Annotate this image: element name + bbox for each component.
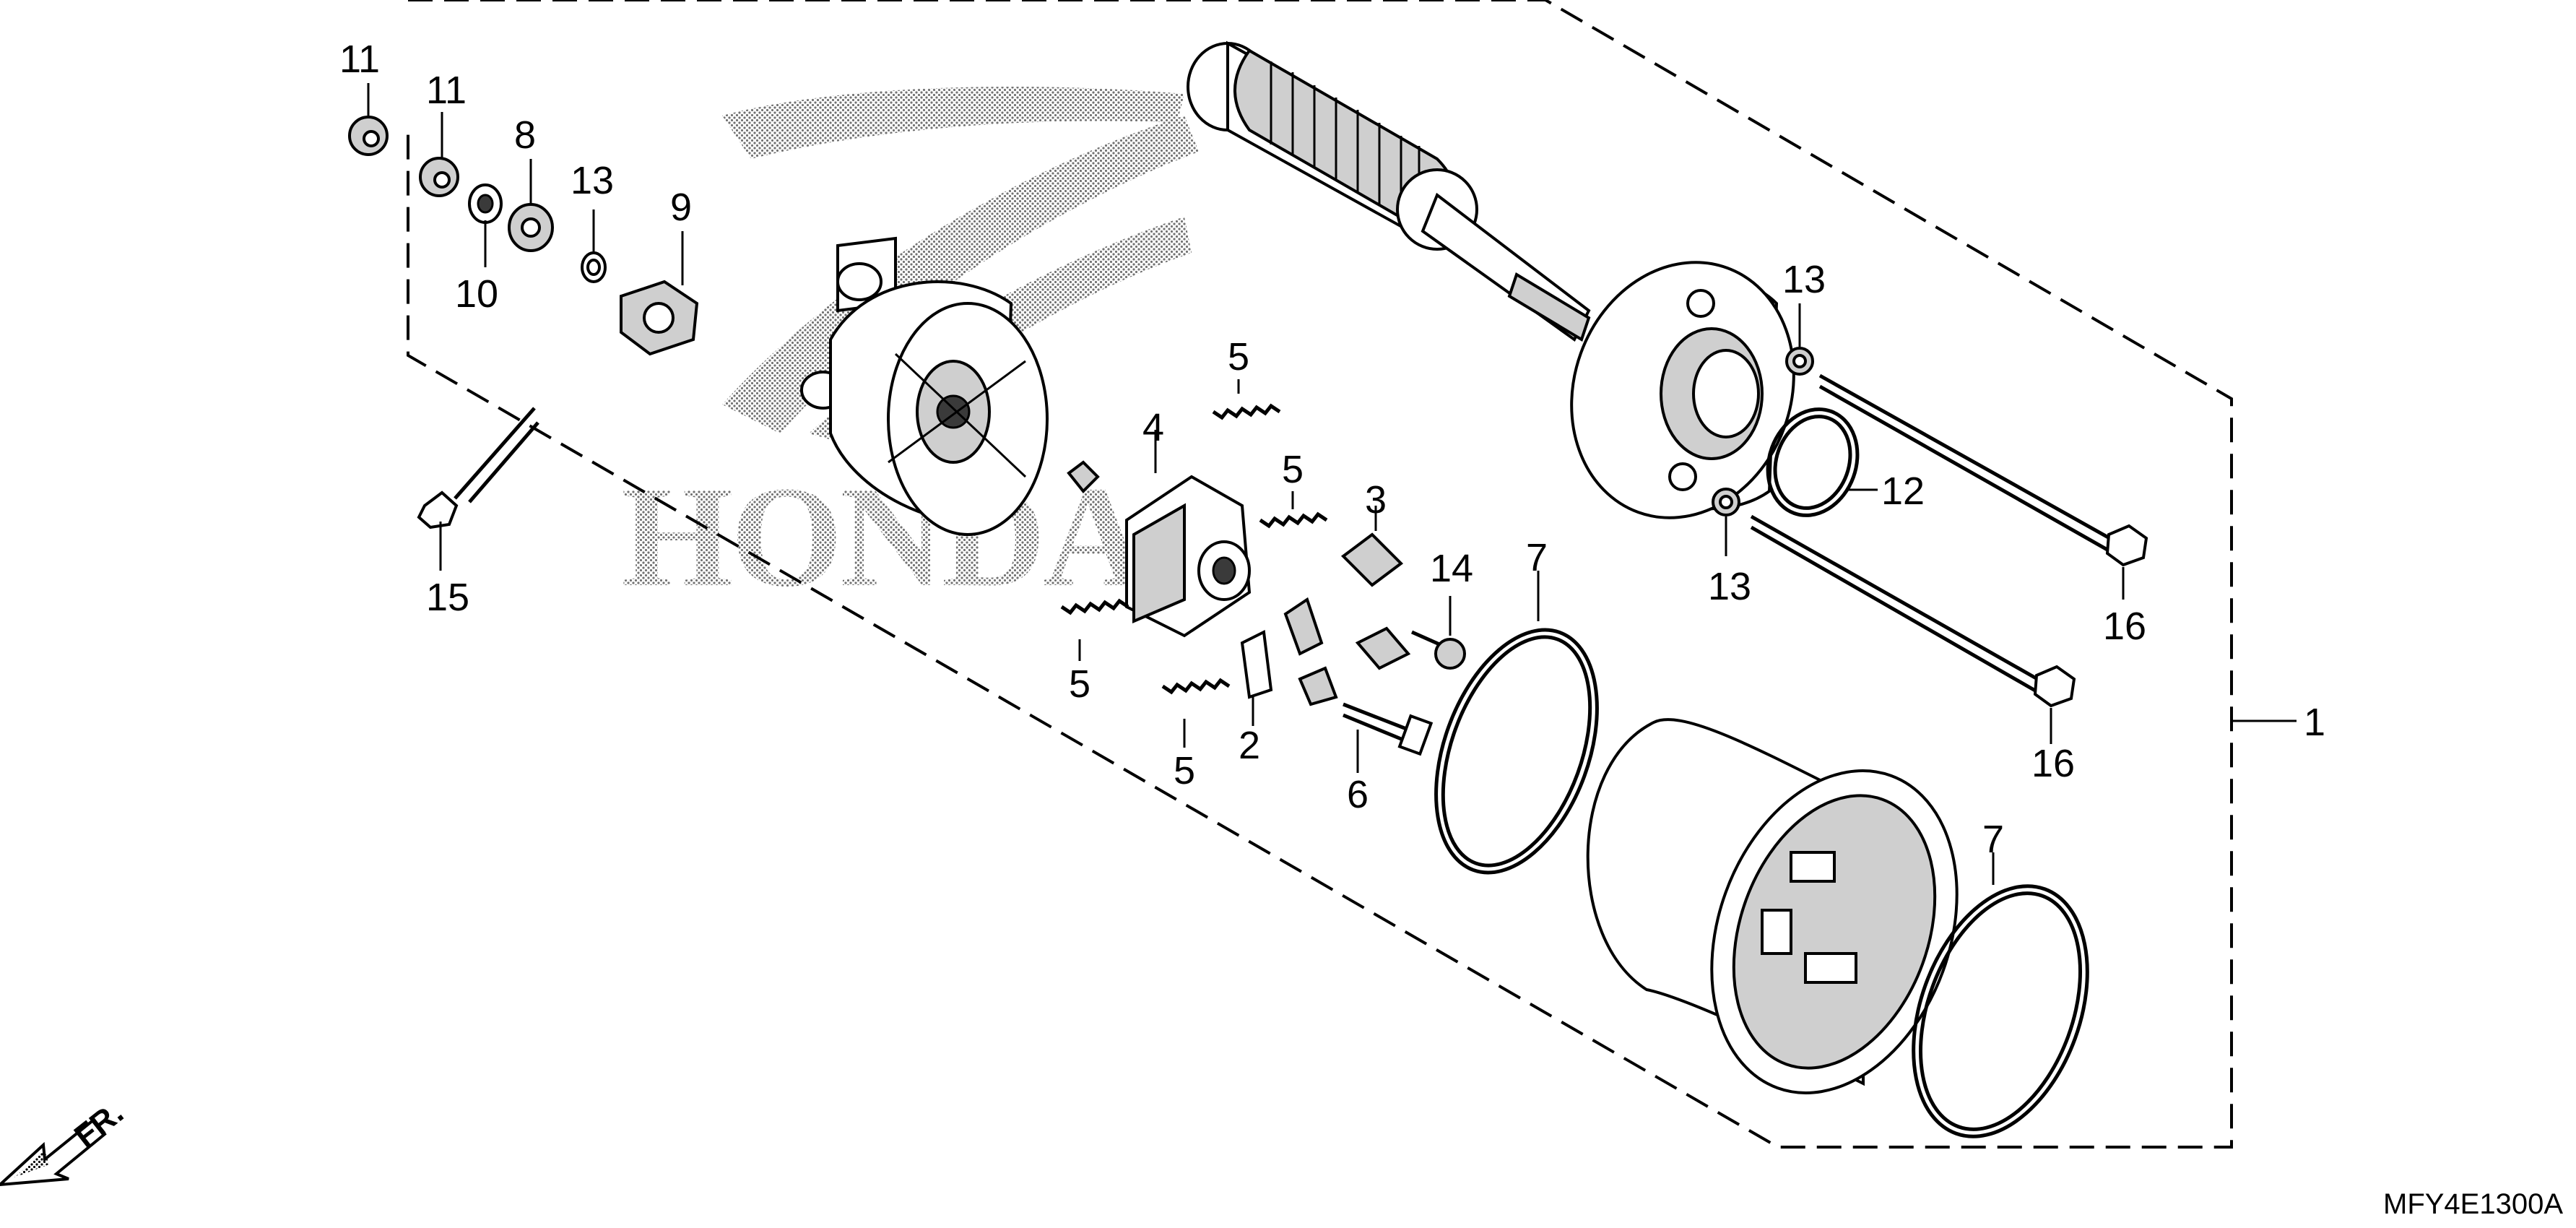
callout-10: 10 (455, 272, 498, 316)
callout-7a: 7 (1526, 536, 1548, 579)
callout-6: 6 (1347, 773, 1369, 816)
through-bolts-16 (1750, 373, 2148, 744)
callout-2: 2 (1239, 724, 1260, 767)
callout-11a: 11 (339, 38, 380, 81)
callout-14: 14 (1430, 547, 1473, 590)
screws (1343, 596, 1466, 773)
bolt-15 (417, 407, 539, 571)
callout-16a: 16 (2103, 605, 2146, 648)
callout-15: 15 (426, 576, 469, 619)
callout-11b: 11 (426, 69, 467, 112)
callout-3: 3 (1365, 478, 1387, 522)
callout-13c: 13 (1708, 565, 1751, 608)
callout-8: 8 (514, 113, 536, 157)
hardware-top-left (348, 83, 699, 356)
rear-cover (800, 236, 1049, 536)
callout-13a: 13 (571, 159, 614, 202)
armature (1187, 40, 1591, 342)
o-ring-lower (1912, 852, 2089, 1138)
callout-4: 4 (1142, 406, 1164, 449)
callout-5c: 5 (1069, 662, 1090, 706)
callout-5a: 5 (1228, 335, 1249, 379)
front-cover (1570, 261, 1878, 556)
callout-7b: 7 (1982, 818, 2004, 861)
callout-labels: 1 2 3 4 5 5 5 5 6 7 7 8 9 10 11 11 12 13… (339, 38, 2325, 861)
yoke (1586, 718, 1959, 1094)
callout-1: 1 (2304, 701, 2325, 744)
callout-13b: 13 (1782, 258, 1826, 301)
callout-16b: 16 (2031, 742, 2075, 785)
brush-holder-assembly (1060, 379, 1411, 748)
callout-9: 9 (670, 186, 692, 229)
callout-5b: 5 (1282, 448, 1304, 491)
callout-5d: 5 (1174, 749, 1195, 792)
callout-12: 12 (1881, 470, 1925, 513)
assembly-boundary (407, 0, 2233, 1149)
diagram-code: MFY4E1300A (2383, 1188, 2563, 1220)
o-ring-upper (1434, 571, 1599, 875)
front-direction-arrow: FR. (0, 1095, 130, 1187)
